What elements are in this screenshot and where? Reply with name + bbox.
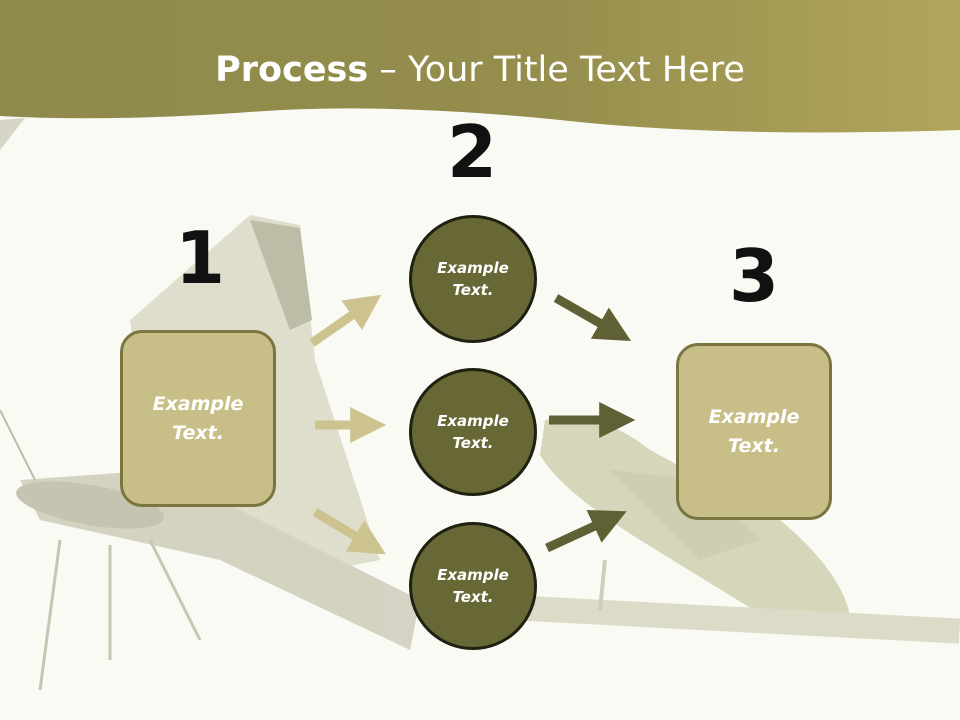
process-circle-bottom: Example Text.: [409, 522, 537, 650]
left-box-text: Example Text.: [152, 393, 244, 444]
left-process-box: Example Text.: [120, 330, 276, 507]
right-process-box: Example Text.: [676, 343, 832, 520]
circle-bottom-text: Example Text.: [437, 565, 509, 607]
title-rest: – Your Title Text Here: [368, 50, 745, 90]
header-band: [0, 0, 960, 133]
arrow-from-top-circle: [553, 294, 632, 342]
arrow-to-top-circle: [309, 294, 382, 347]
step-number-1: 1: [174, 216, 226, 300]
process-circle-middle: Example Text.: [409, 368, 537, 496]
circle-middle-text: Example Text.: [437, 411, 509, 453]
arrow-to-bottom-circle: [312, 508, 386, 555]
process-circle-top: Example Text.: [409, 215, 537, 343]
arrow-from-bottom-circle: [545, 509, 627, 553]
circle-top-text: Example Text.: [437, 258, 509, 300]
title-bold: Process: [215, 50, 369, 90]
slide-title: Process – Your Title Text Here: [0, 50, 960, 90]
step-number-3: 3: [728, 234, 780, 318]
step-number-2: 2: [446, 110, 498, 194]
right-box-text: Example Text.: [708, 406, 800, 457]
